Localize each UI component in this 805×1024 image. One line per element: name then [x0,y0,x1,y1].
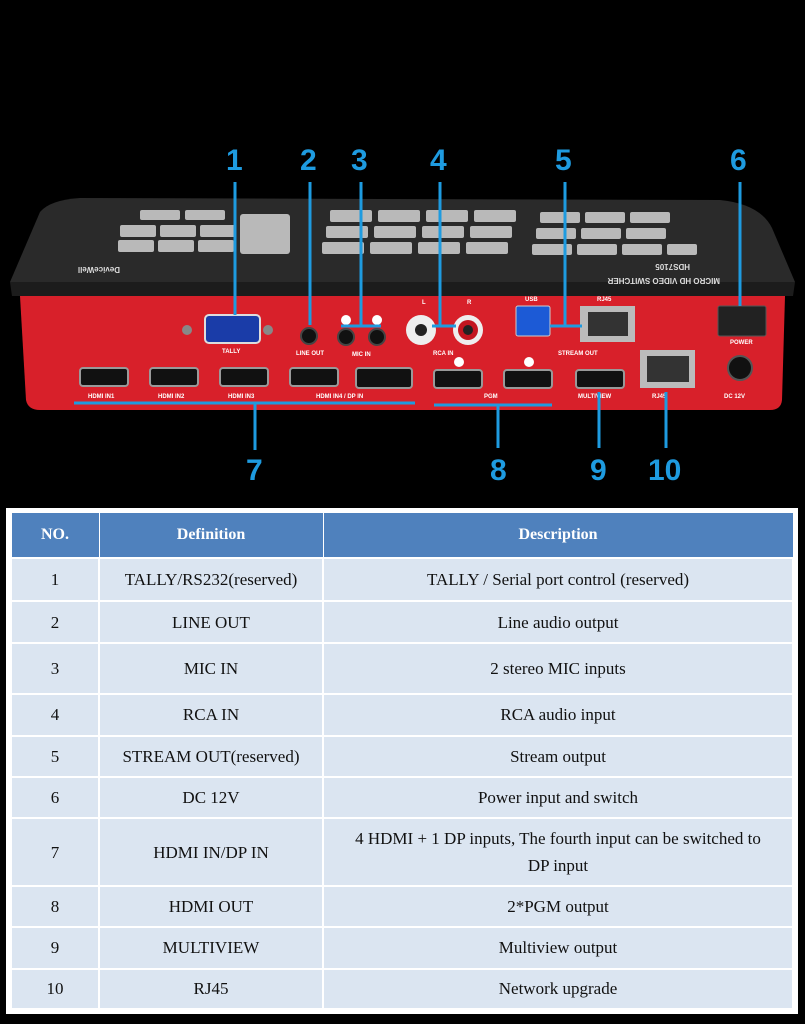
cell-no: 4 [10,693,100,737]
rj45-top-label: RJ45 [597,297,612,303]
cell-description: Network upgrade [322,967,794,1011]
tally-port: TALLY [182,314,273,355]
rj45-bottom-port: RJ45 [640,350,695,400]
pgm-1-label: 1 [457,360,461,366]
cell-definition: RCA IN [98,693,324,737]
subtitle-label: MICRO HD VIDEO SWITCHER [607,276,720,285]
cell-description: Line audio output [322,600,794,644]
cell-definition: DC 12V [98,775,324,820]
hdmi-in2-label: HDMI IN2 [158,394,185,400]
usb-label: USB [525,297,538,303]
cell-no: 10 [10,967,100,1011]
hdmi-input-ports [79,367,413,389]
callout-number-9: 9 [590,454,607,487]
rca-in-ports: L R RCA IN [406,300,483,357]
dc12v-label: DC 12V [724,394,745,400]
table-row: 5 STREAM OUT(reserved) Stream output [10,734,794,778]
cell-no: 8 [10,884,100,929]
rj45-top-port: RJ45 STREAM OUT [558,297,635,357]
brand-label: DeviceWell [78,265,120,274]
table-row: 7 HDMI IN/DP IN 4 HDMI + 1 DP inputs, Th… [10,817,794,887]
mic-2-label: 2 [375,318,379,324]
tally-label: TALLY [222,349,240,355]
table-row: 9 MULTIVIEW Multiview output [10,926,794,970]
cell-description: Stream output [322,734,794,778]
table-row: 1 TALLY/RS232(reserved) TALLY / Serial p… [10,556,794,603]
callout-number-8: 8 [490,454,507,487]
mic-1-label: 1 [344,318,348,324]
mic-in-ports: 1 2 MIC IN [337,315,386,358]
cell-definition: STREAM OUT(reserved) [98,734,324,778]
table-row: 10 RJ45 Network upgrade [10,967,794,1011]
multiview-port: MULTIVIEW [575,369,625,400]
cell-no: 3 [10,641,100,696]
cell-definition: MULTIVIEW [98,926,324,970]
port-definition-table: NO. Definition Description 1 TALLY/RS232… [10,512,794,1011]
power-switch: POWER [717,305,767,346]
callout-number-7: 7 [246,454,263,487]
dc-12v-port: DC 12V [724,355,753,400]
pgm-2-label: 2 [527,360,531,366]
cell-description: 2*PGM output [322,884,794,929]
rca-l-label: L [422,300,426,306]
hdmi-in1-label: HDMI IN1 [88,394,115,400]
cell-no: 5 [10,734,100,778]
cell-no: 1 [10,556,100,603]
pgm-label: PGM [484,394,498,400]
cell-definition: HDMI IN/DP IN [98,817,324,887]
cell-description: 4 HDMI + 1 DP inputs, The fourth input c… [322,817,794,887]
device-top-edge [10,282,795,296]
callout-lines [74,182,742,450]
pgm-output-ports: 1 2 PGM [433,357,553,400]
cell-no: 2 [10,600,100,644]
table-row: 2 LINE OUT Line audio output [10,600,794,644]
multiview-label: MULTIVIEW [578,394,612,400]
cell-definition: TALLY/RS232(reserved) [98,556,324,603]
hdmi-in4-dp-label: HDMI IN4 / DP IN [316,394,363,400]
usb-port: USB [515,297,551,337]
stream-out-label: STREAM OUT [558,351,598,357]
model-label: HDS7105 [655,262,690,271]
cell-no: 9 [10,926,100,970]
device-rear-panel-diagram: DeviceWell HDS7105 MICRO HD VIDEO SWITCH… [10,144,795,487]
rca-r-label: R [467,300,472,306]
top-buttons [118,210,697,255]
callout-number-4: 4 [430,144,447,177]
cell-description: Power input and switch [322,775,794,820]
callout-number-2: 2 [300,144,317,177]
header-no: NO. [10,512,100,559]
cell-description: RCA audio input [322,693,794,737]
cell-description: 2 stereo MIC inputs [322,641,794,696]
cell-definition: HDMI OUT [98,884,324,929]
callout-number-6: 6 [730,144,747,177]
callout-number-3: 3 [351,144,368,177]
cell-no: 6 [10,775,100,820]
cell-definition: MIC IN [98,641,324,696]
table-row: 3 MIC IN 2 stereo MIC inputs [10,641,794,696]
cell-definition: LINE OUT [98,600,324,644]
rj45-bottom-label: RJ45 [652,394,667,400]
line-out-label: LINE OUT [296,351,324,357]
rca-in-label: RCA IN [433,351,453,357]
callout-number-5: 5 [555,144,572,177]
cell-description: TALLY / Serial port control (reserved) [322,556,794,603]
mic-in-label: MIC IN [352,352,371,358]
callout-number-1: 1 [226,144,243,177]
cell-definition: RJ45 [98,967,324,1011]
table-row: 8 HDMI OUT 2*PGM output [10,884,794,929]
port-definition-table-frame: NO. Definition Description 1 TALLY/RS232… [6,508,798,1014]
table-row: 4 RCA IN RCA audio input [10,693,794,737]
header-description: Description [322,512,794,559]
hdmi-in3-label: HDMI IN3 [228,394,255,400]
cell-no: 7 [10,817,100,887]
cell-description: Multiview output [322,926,794,970]
header-definition: Definition [98,512,324,559]
callout-number-10: 10 [648,454,681,487]
table-row: 6 DC 12V Power input and switch [10,775,794,820]
line-out-port: LINE OUT [296,327,324,357]
table-header-row: NO. Definition Description [10,512,794,559]
power-label: POWER [730,340,753,346]
